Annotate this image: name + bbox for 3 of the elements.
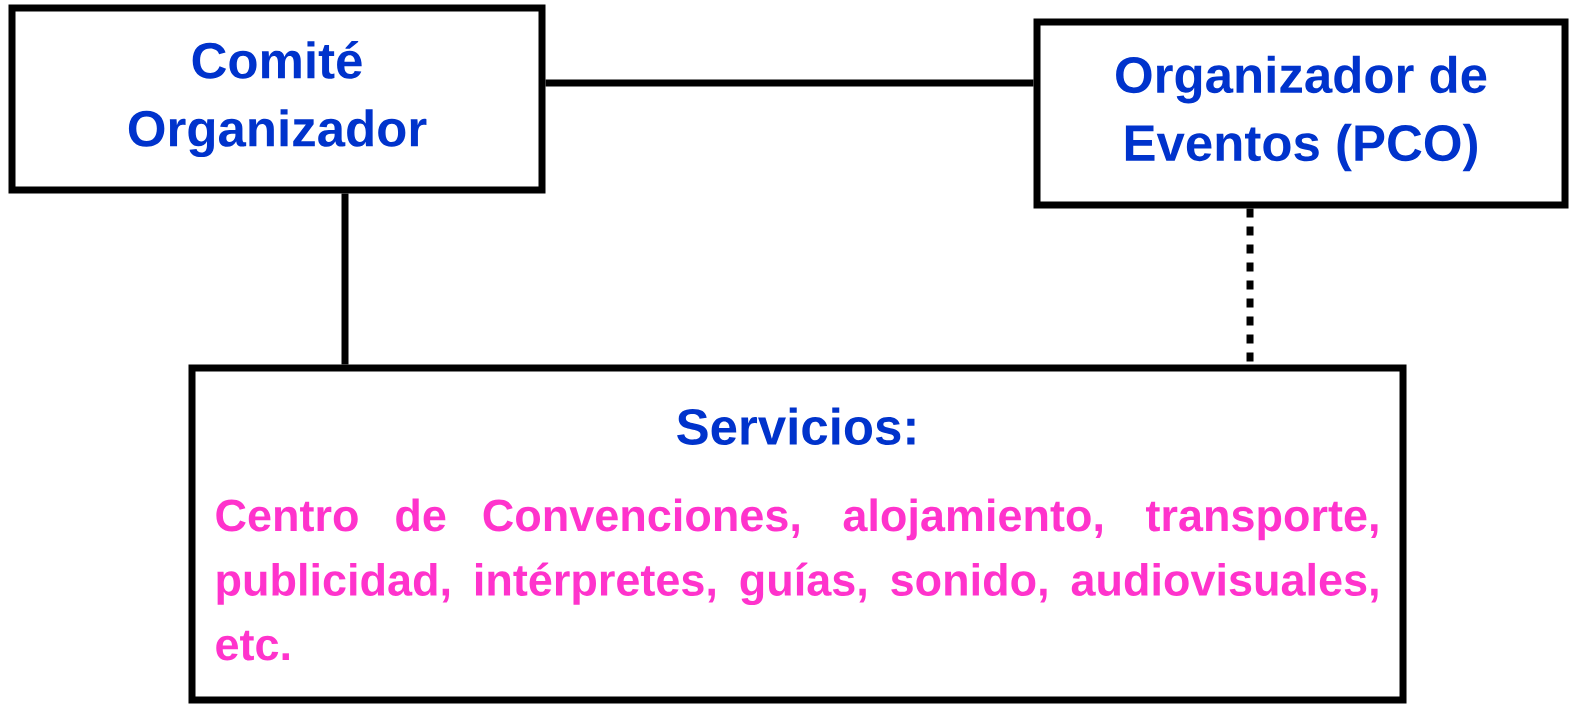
- services-box: Servicios: Centro de Convenciones, alojamiento, transporte, publicidad, intérpretes, guías, sonido, audiovisuales, etc.: [188, 364, 1407, 704]
- title-box: Comité Organizador: [8, 4, 546, 194]
- title-box: Organizador de Eventos (PCO): [1033, 18, 1569, 209]
